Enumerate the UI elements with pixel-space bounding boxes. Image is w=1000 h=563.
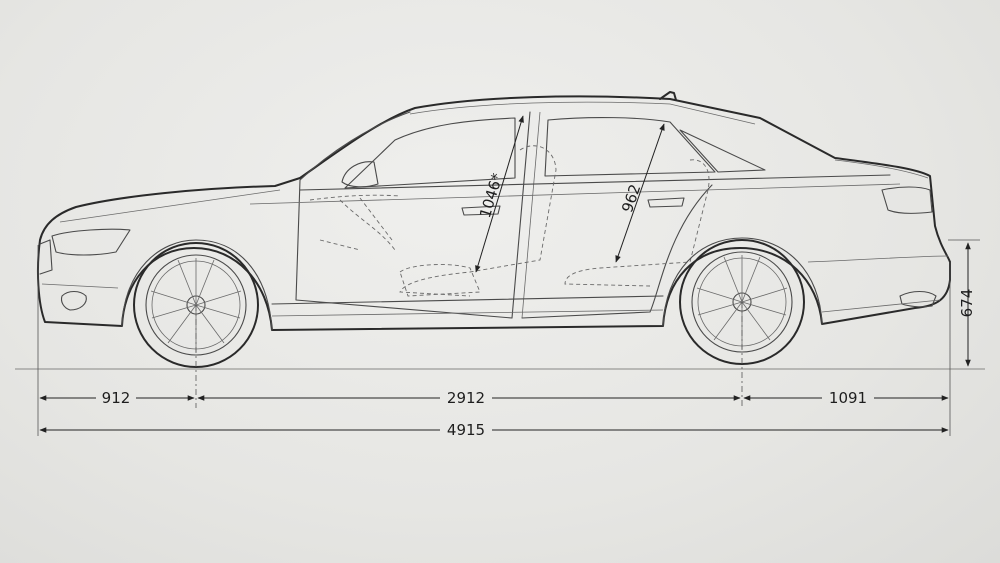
dashboard-dashed <box>309 194 401 201</box>
front-overhang-label: 912 <box>102 389 131 407</box>
rear-seat-dashed <box>564 159 710 287</box>
fog-light <box>60 290 87 311</box>
rear-wheel-arch <box>662 237 823 327</box>
exhaust <box>899 290 937 308</box>
rear-door-handle <box>647 197 685 208</box>
headlight <box>51 228 131 256</box>
front-seat-dashed <box>399 145 557 297</box>
car-body-outline <box>36 95 951 331</box>
front-headroom-dimension-line <box>475 115 524 273</box>
shoulder-line <box>249 183 901 205</box>
wheelbase-label: 2912 <box>447 389 485 407</box>
roof-inner-line <box>409 101 756 125</box>
hood-line <box>59 189 281 223</box>
overall-length-label: 4915 <box>447 421 485 439</box>
rear-headroom-label: 962 <box>618 182 644 215</box>
rear-window <box>544 116 716 177</box>
rear-height-label: 674 <box>958 289 976 318</box>
front-seat-base-dashed <box>399 264 481 297</box>
rocker-line <box>271 295 664 305</box>
front-headroom-label: 1046* <box>476 171 507 220</box>
rear-bumper-line <box>807 255 949 263</box>
side-mirror <box>341 161 379 188</box>
front-bumper-line <box>41 283 119 289</box>
windshield <box>299 111 411 181</box>
trunk-line <box>834 159 929 179</box>
sill-line <box>271 309 664 317</box>
antenna <box>659 91 677 101</box>
b-pillar-inner <box>521 111 541 319</box>
front-door <box>295 179 513 319</box>
quarter-window <box>679 129 766 173</box>
rear-door <box>521 184 713 319</box>
steering-dashed <box>319 197 396 251</box>
rear-headroom-dimension-line <box>615 123 665 263</box>
belt-line <box>299 174 891 191</box>
front-wheel-arch <box>121 239 273 331</box>
rear-overhang-label: 1091 <box>829 389 867 407</box>
front-grille <box>39 239 53 275</box>
rear-valance <box>821 299 941 313</box>
tail-light <box>881 186 933 214</box>
